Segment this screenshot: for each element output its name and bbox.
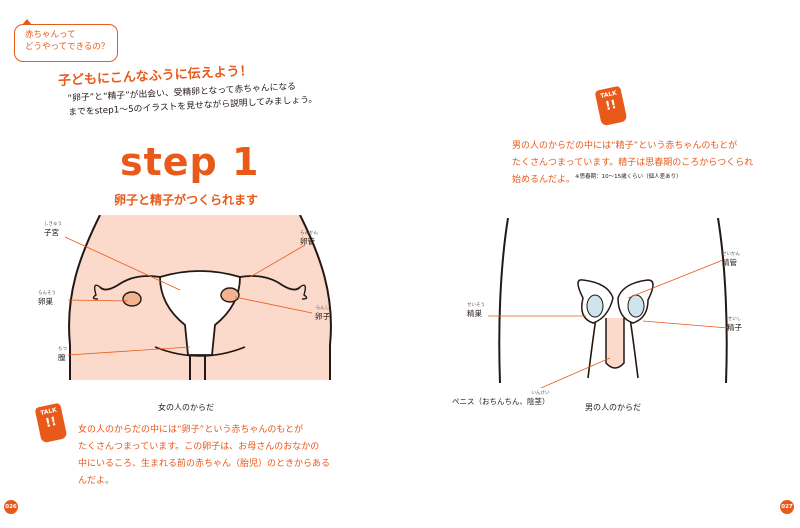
left-testis [586, 294, 604, 318]
talk-badge-left: TALK !! [34, 402, 68, 444]
question-bubble: 赤ちゃんって どうやってできるの？ [14, 24, 118, 62]
ruby-tube: らんかん [300, 231, 318, 236]
label-penis: いんけい ペニス（おちんちん、陰茎） [452, 391, 550, 407]
female-text-line-3: 中にいるころ、生まれる前の赤ちゃん（胎児）のときからある [78, 459, 331, 469]
female-body-outline-right [299, 215, 332, 380]
penis-leader [539, 357, 611, 388]
ruby-testis: せいそう [467, 303, 485, 308]
ovary-leader [67, 299, 129, 302]
ruby-sperm: せいし [727, 317, 742, 322]
label-vagina: ちつ 膣 [58, 347, 67, 363]
female-body-illustration [64, 215, 332, 380]
male-body-outline [498, 218, 728, 384]
female-body-text: 女の人のからだの中には“卵子”という赤ちゃんのもとが たくさんつまっています。こ… [78, 422, 330, 490]
label-ovary-text: 卵巣 [38, 297, 53, 306]
ruby-penis: いんけい [531, 391, 550, 396]
ruby-uterus: しきゅう [44, 222, 62, 227]
label-vagina-text: 膣 [58, 353, 66, 362]
male-caption: 男の人のからだ [585, 403, 641, 412]
label-tube-text: 卵管 [300, 237, 315, 246]
step-title: step 1 [120, 140, 260, 184]
puberty-note: ※思春期：10～15歳くらい（個人差あり） [575, 174, 682, 180]
label-testis: せいそう 精巣 [467, 303, 485, 319]
label-ovary: らんそう 卵巣 [38, 291, 56, 307]
female-body-outline-left [68, 215, 101, 380]
male-text-line-3: 始めるんだよ。 [512, 175, 576, 185]
label-egg-text: 卵子 [315, 312, 330, 321]
sperm-leader [642, 320, 729, 329]
label-sperm-duct-text: 精管 [722, 258, 737, 267]
ruby-vagina: ちつ [58, 347, 67, 352]
uterus-leader [64, 236, 181, 291]
label-tube: らんかん 卵管 [300, 231, 318, 247]
egg-leader [234, 296, 313, 314]
male-body-illustration [488, 218, 729, 388]
ruby-sperm-duct: せいかん [722, 252, 740, 257]
label-penis-text: ペニス（おちんちん、陰茎） [452, 397, 550, 406]
ruby-ovary: らんそう [38, 291, 56, 296]
bubble-line-1: 赤ちゃんって [25, 30, 76, 40]
talk-badge-right: TALK !! [594, 85, 628, 127]
label-sperm-duct: せいかん 精管 [722, 252, 740, 268]
male-body-text: 男の人のからだの中には“精子”という赤ちゃんのもとが たくさんつまっています。精… [512, 138, 753, 189]
fallopian-tubes [99, 275, 301, 291]
label-sperm: せいし 精子 [727, 317, 742, 333]
right-ovary [220, 287, 240, 303]
label-testis-text: 精巣 [467, 309, 482, 318]
fimbriae [92, 284, 308, 300]
label-uterus-text: 子宮 [44, 228, 59, 237]
duct-leader [627, 259, 724, 299]
left-ovary [122, 291, 142, 307]
male-text-line-1: 男の人のからだの中には“精子”という赤ちゃんのもとが [512, 141, 738, 151]
female-lower-curve [154, 346, 246, 357]
label-sperm-text: 精子 [727, 323, 742, 332]
penis-shape [605, 318, 625, 369]
bubble-tail [22, 19, 32, 25]
ruby-egg: らんし [315, 306, 330, 311]
male-text-line-2: たくさんつまっています。精子は思春期のころからつくられ [512, 158, 754, 168]
right-testis [627, 294, 645, 318]
vagina-leader [67, 346, 191, 356]
female-text-line-2: たくさんつまっています。この卵子は、お母さんのおなかの [78, 442, 320, 452]
label-uterus: しきゅう 子宮 [44, 222, 62, 238]
step-subtitle: 卵子と精子がつくられます [114, 193, 259, 207]
uterus-shape [159, 270, 241, 356]
page-number-right: 027 [780, 500, 794, 514]
page-number-left: 026 [4, 500, 18, 514]
tube-leader [249, 244, 306, 278]
female-text-line-4: んだよ。 [78, 476, 115, 486]
bubble-line-2: どうやってできるの？ [25, 42, 110, 52]
label-egg: らんし 卵子 [315, 306, 330, 322]
female-text-line-1: 女の人のからだの中には“卵子”という赤ちゃんのもとが [78, 425, 304, 435]
female-caption: 女の人のからだ [158, 403, 214, 412]
